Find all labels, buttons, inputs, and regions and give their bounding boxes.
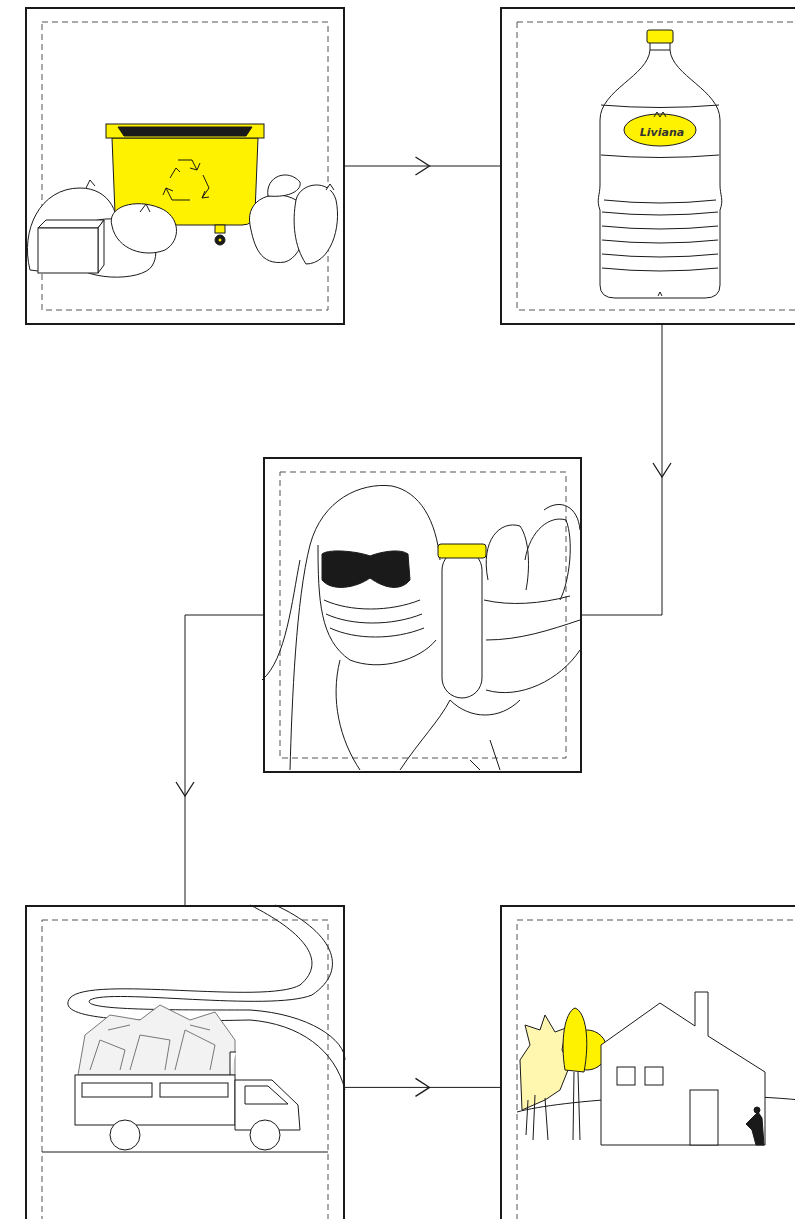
dashed-frame [42, 22, 795, 1219]
technician-part [525, 519, 570, 600]
flow-connector [582, 325, 671, 615]
technician-part [486, 525, 528, 590]
garbage-truck-part [78, 1005, 235, 1075]
technician-part [450, 700, 520, 770]
garbage-truck-part-part [75, 1075, 235, 1125]
countryside-part [573, 1072, 580, 1140]
cardboard-box-part [98, 220, 104, 273]
garbage-bag-part [268, 175, 300, 196]
technician-part [484, 596, 580, 693]
recycling-bin-part [106, 124, 264, 138]
chevron-arrowhead [176, 782, 194, 796]
technician-part [442, 550, 482, 698]
technician-part [322, 551, 410, 587]
garbage-truck-part [90, 1025, 215, 1070]
technician-part [318, 545, 436, 665]
technician-part [438, 544, 486, 558]
water-bottle-part [602, 212, 718, 271]
garbage-bag-part [140, 204, 150, 212]
water-bottle-part [650, 50, 670, 51]
panel-box: Liviana [500, 7, 795, 325]
chevron-arrowhead [416, 1078, 430, 1096]
recycling-bin-part [218, 238, 222, 242]
countryside-part [601, 992, 765, 1145]
road-part [42, 1152, 328, 1153]
countryside-part [690, 1090, 718, 1145]
connector-line [345, 1087, 500, 1088]
water-bottle-part [658, 292, 662, 296]
recycling-bin-part [215, 225, 225, 233]
panel-box [25, 905, 345, 1219]
recycling-bin-part [118, 127, 252, 136]
water-bottle-part [604, 200, 716, 203]
water-bottle-part [654, 112, 666, 117]
countryside-part [754, 1107, 760, 1113]
recycling-bin-part [163, 188, 190, 200]
dashed-frame-part [280, 472, 566, 758]
technician-part [336, 660, 360, 770]
countryside [517, 992, 795, 1145]
water-bottle-part [647, 30, 673, 43]
garbage-truck-part-part [160, 1083, 228, 1097]
garbage-truck-part-part [230, 1052, 236, 1075]
flow-connector [345, 1078, 500, 1096]
panel-box [500, 905, 795, 1219]
connector-line [185, 615, 263, 905]
countryside-part [526, 1095, 548, 1140]
cardboard-box [38, 220, 104, 273]
garbage-bag-part [111, 204, 176, 253]
recycling-bin-part [202, 175, 209, 198]
garbage-truck-part-part [250, 1120, 280, 1150]
technician-part [290, 485, 440, 770]
chevron-arrowhead [653, 463, 671, 477]
garbage-truck-part [75, 1052, 300, 1150]
garbage-truck [75, 1005, 300, 1150]
panel-box [263, 457, 582, 773]
garbage-truck-part-part [110, 1120, 140, 1150]
road [42, 905, 345, 1152]
countryside-part [617, 1067, 635, 1085]
countryside-part [520, 1015, 570, 1110]
technician-part [324, 600, 424, 637]
water-bottle-part [598, 42, 722, 298]
countryside-part [645, 1067, 663, 1085]
water-bottle-part [601, 105, 719, 108]
brand-label: Liviana [640, 126, 684, 139]
dashed-frame-part [42, 920, 328, 1219]
flow-connector [345, 157, 500, 175]
garbage-bag-part [326, 184, 334, 190]
technician-part [400, 700, 450, 770]
chevron-arrowhead [416, 157, 430, 175]
cardboard-box-part [38, 220, 104, 228]
connector-line [582, 325, 662, 615]
dashed-frame-part [517, 920, 795, 1219]
recycling-bin-part [178, 160, 200, 170]
recycling-bin-part [215, 235, 225, 245]
connector-line [345, 166, 500, 167]
cardboard-box-part [38, 228, 98, 273]
technician-part [544, 504, 580, 530]
water-bottle-part [601, 155, 719, 158]
garbage-bag-part [86, 180, 95, 188]
garbage-bag-part [294, 185, 337, 264]
garbage-bag [27, 175, 337, 277]
dashed-frame-part [517, 22, 795, 310]
flow-connector [176, 615, 263, 905]
countryside-part [746, 1112, 764, 1145]
panel-box [25, 7, 345, 325]
road-part [68, 905, 345, 1090]
technician [262, 485, 580, 770]
garbage-truck-part-part [82, 1083, 152, 1097]
water-bottle-part [624, 114, 696, 146]
technician-part [262, 560, 300, 680]
countryside-part [563, 1008, 587, 1072]
recycling-bin-part [170, 168, 180, 178]
water-bottle [598, 30, 722, 298]
garbage-truck-part-part [245, 1086, 288, 1104]
